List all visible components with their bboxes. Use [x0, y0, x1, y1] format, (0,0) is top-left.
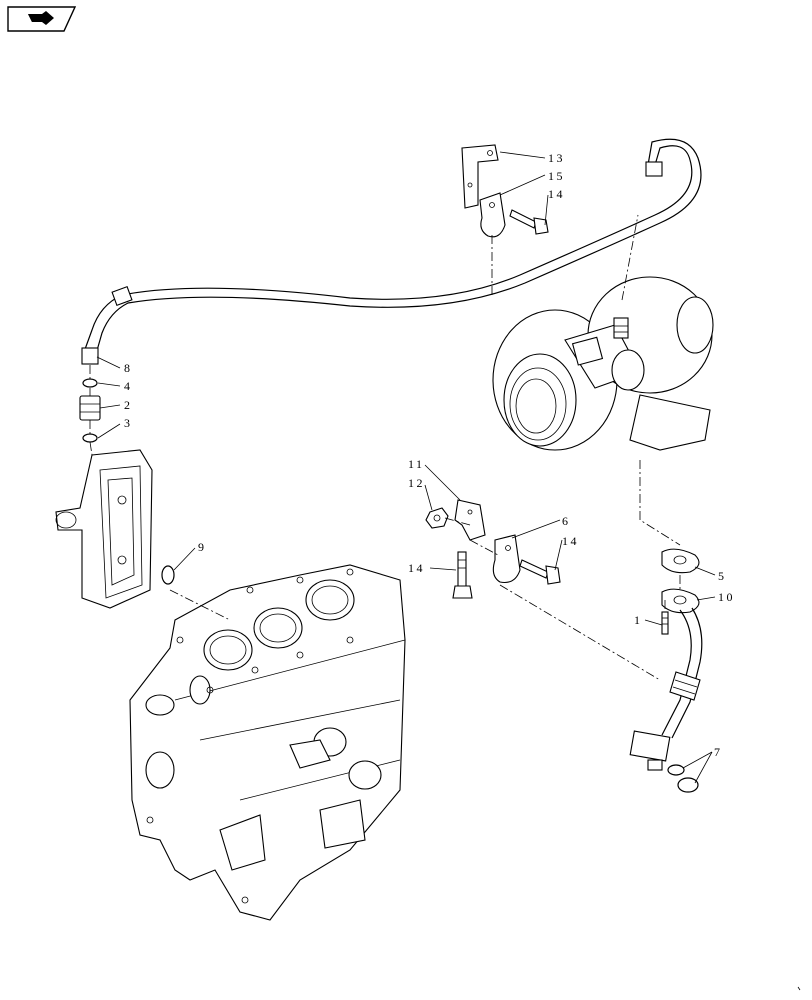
engine-block: [129, 564, 406, 921]
leader-lines: [96, 151, 716, 784]
callout-4: 4: [124, 379, 133, 393]
callout-13: 13: [548, 151, 565, 165]
o-ring-7: [667, 764, 699, 793]
callout-2: 2: [124, 398, 133, 412]
clamp-15: [479, 192, 506, 238]
bolt-14-right: [519, 559, 561, 585]
gasket-10: [661, 588, 700, 614]
callout-10: 10: [718, 590, 735, 604]
callout-15: 15: [548, 169, 565, 183]
callout-5: 5: [718, 569, 727, 583]
callout-12: 12: [408, 476, 425, 490]
callout-7: 7: [714, 745, 723, 759]
bolt-14-top: [509, 209, 549, 235]
callout-14: 14: [408, 561, 425, 575]
callout-6: 6: [562, 514, 571, 528]
turbocharger: [492, 276, 714, 451]
bracket-11: [454, 499, 486, 541]
bracket-13: [461, 144, 499, 209]
callout-11: 11: [408, 457, 425, 471]
callout-1: 1: [634, 613, 643, 627]
callout-3: 3: [124, 416, 133, 430]
gasket-5: [661, 548, 700, 574]
callout-14: 14: [548, 187, 565, 201]
o-ring-9: [161, 565, 175, 585]
filter-housing: [55, 449, 153, 609]
nut-12: [425, 507, 449, 529]
oil-feed-tube: [81, 138, 702, 365]
callout-9: 9: [198, 540, 207, 554]
callout-labels: 13 15 14 8 4 2 3 9 11 12 6 14 14 5 10 1 …: [124, 151, 735, 759]
callout-14: 14: [562, 534, 579, 548]
bolt-14-left: [452, 551, 473, 599]
return-arrow-icon: [7, 6, 77, 32]
assembly-lines: [89, 214, 681, 681]
clamp-6: [492, 534, 521, 584]
back-navigation-button[interactable]: [6, 6, 77, 32]
callout-8: 8: [124, 361, 133, 375]
oil-drain-tube: [629, 607, 703, 771]
bolt-1: [661, 611, 669, 635]
